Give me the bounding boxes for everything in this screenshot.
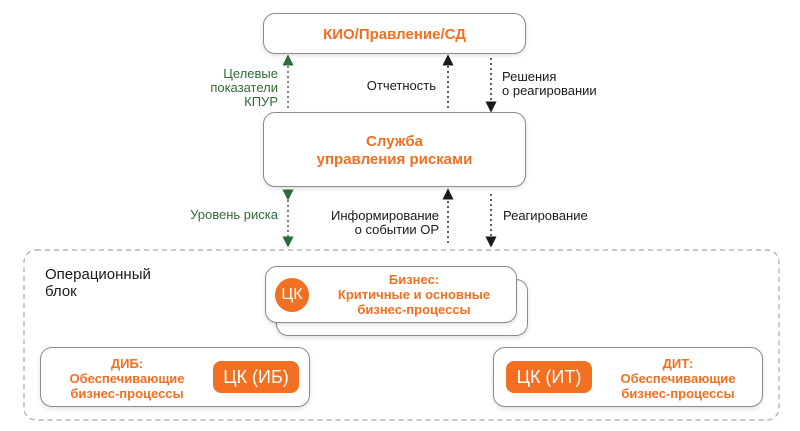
dit-badge: ЦК (ИТ) [506,361,592,393]
business-box: ЦК Бизнес: Критичные и основные бизнес-п… [265,266,517,323]
dit-title: ДИТ: Обеспечивающие бизнес-процессы [620,356,736,401]
label-reporting: Отчетность [366,78,436,93]
operational-block-title: Операционный блок [45,266,151,300]
dit-box: ЦК (ИТ) ДИТ: Обеспечивающие бизнес-проце… [493,347,763,407]
label-risk-level: Уровень риска [190,207,278,222]
top-box: КИО/Правление/СД [263,13,526,54]
operational-block-border [23,249,780,421]
risk-service-title: Служба управления рисками [316,133,473,168]
top-box-title: КИО/Правление/СД [323,26,466,43]
label-decisions: Решения о реагировании [502,69,597,98]
label-response: Реагирование [503,208,588,223]
label-target-kpi: Целевые показатели КПУР [210,66,278,109]
dib-badge: ЦК (ИБ) [213,361,299,393]
label-informing: Информирование о событии ОР [331,208,439,237]
business-badge: ЦК [275,278,309,312]
dib-title: ДИБ: Обеспечивающие бизнес-процессы [69,356,185,401]
dib-box: ДИБ: Обеспечивающие бизнес-процессы ЦК (… [40,347,310,407]
business-title: Бизнес: Критичные и основные бизнес-проц… [337,272,491,317]
risk-service-box: Служба управления рисками [263,112,526,187]
